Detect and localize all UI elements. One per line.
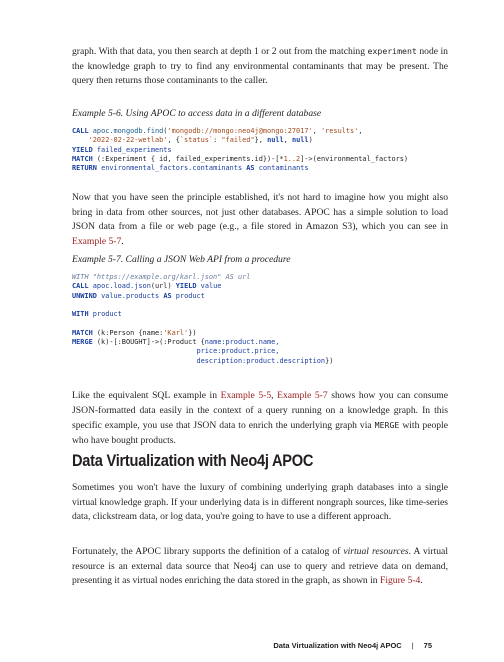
text: Now that you have seen the principle est… [72, 192, 448, 232]
text: Like the equivalent SQL example in [72, 390, 221, 401]
text: . [121, 235, 124, 247]
paragraph-intro: graph. With that data, you then search a… [72, 44, 448, 89]
inline-code-merge: MERGE [374, 420, 400, 430]
text: . A virtual resource is an external data… [72, 546, 448, 586]
page-number: 75 [423, 641, 432, 650]
example-caption: Example 5-6. Using APOC to access data i… [72, 108, 322, 119]
paragraph-virtual-resources: Fortunately, the APOC library supports t… [72, 545, 448, 589]
text: Sometimes you won't have the luxury of c… [72, 482, 448, 522]
section-heading-block: Data Virtualization with Neo4j APOC [72, 451, 448, 471]
link-example-5-7[interactable]: Example 5-7 [72, 235, 122, 247]
page-footer: Data Virtualization with Neo4j APOC | 75 [273, 641, 432, 650]
text: , [271, 390, 278, 401]
paragraph-virtualization: Sometimes you won't have the luxury of c… [72, 481, 448, 525]
text: . [420, 575, 423, 586]
running-title: Data Virtualization with Neo4j APOC [273, 641, 402, 650]
example-5-7: Example 5-7. Calling a JSON Web API from… [72, 254, 448, 366]
example-5-6: Example 5-6. Using APOC to access data i… [72, 108, 448, 173]
inline-code-experiment: experiment [367, 46, 417, 56]
paragraph-sql-comparison: Like the equivalent SQL example in Examp… [72, 389, 448, 448]
text: graph. With that data, you then search a… [72, 46, 368, 57]
emphasis-virtual-resources: virtual resources [343, 546, 409, 557]
example-caption: Example 5-7. Calling a JSON Web API from… [72, 254, 291, 265]
link-example-5-7[interactable]: Example 5-7 [277, 390, 328, 401]
link-figure-5-4[interactable]: Figure 5-4 [380, 575, 421, 586]
code-block-mongodb: CALL apoc.mongodb.find('mongodb://mongo:… [72, 127, 409, 173]
link-example-5-5[interactable]: Example 5-5 [220, 390, 272, 401]
footer-separator: | [411, 641, 414, 650]
section-heading: Data Virtualization with Neo4j APOC [72, 451, 314, 470]
code-block-json-api: WITH "https://example.org/karl.json" AS … [72, 273, 334, 365]
text: shows how you can consume JSON-formatted… [72, 390, 448, 431]
paragraph-json-sources: Now that you have seen the principle est… [72, 191, 448, 249]
text: node in the knowledge graph to try to fi… [72, 46, 448, 86]
text: with people who have bought products. [72, 420, 448, 446]
text: Fortunately, the APOC library supports t… [72, 546, 344, 557]
